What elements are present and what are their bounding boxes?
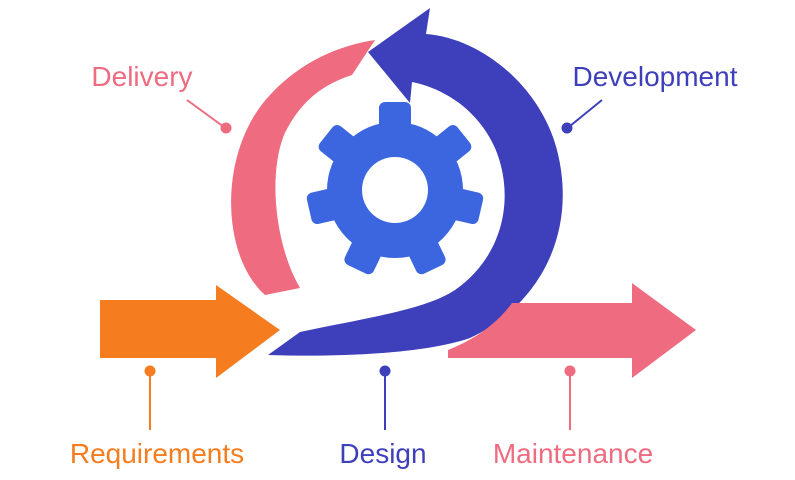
maintenance-label: Maintenance (493, 438, 653, 469)
delivery-leader-line (186, 99, 225, 128)
development-loop-arrow-body (268, 8, 563, 356)
delivery-leader-dot (220, 122, 232, 134)
delivery-loop-arrow-body (231, 40, 375, 295)
requirements-arrow-body (100, 285, 280, 378)
requirements-leader (144, 365, 156, 430)
requirements-arrow (100, 285, 280, 378)
gear-hole (362, 157, 428, 223)
requirements-label: Requirements (70, 438, 244, 469)
delivery-loop-arrow (231, 40, 375, 295)
development-leader-line (569, 99, 603, 127)
gear-icon (306, 102, 484, 275)
maintenance-arrow (448, 283, 696, 378)
development-leader-dot (561, 122, 573, 134)
development-label: Development (573, 61, 738, 92)
development-loop-arrow (268, 8, 563, 356)
maintenance-leader (564, 365, 576, 430)
delivery-leader (186, 99, 232, 134)
development-leader (561, 99, 603, 134)
maintenance-arrow-body (448, 283, 696, 378)
design-label: Design (339, 438, 426, 469)
delivery-label: Delivery (91, 61, 192, 92)
design-leader (379, 365, 391, 430)
